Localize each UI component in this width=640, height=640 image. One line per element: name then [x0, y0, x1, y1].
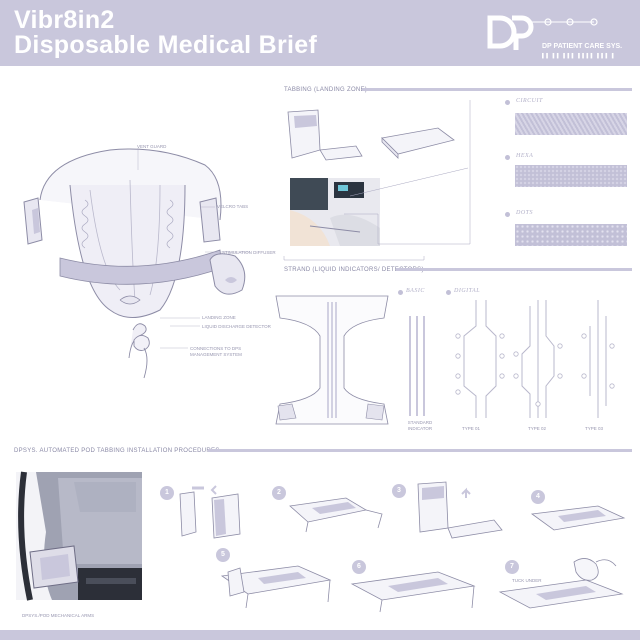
machine-caption: DPSYS./POD MECHANICAL ARMS — [22, 613, 95, 618]
tabbing-photo — [290, 178, 380, 246]
pattern-dots-label: DOTS — [516, 210, 534, 216]
strand-digital-circuits — [455, 300, 615, 418]
step-6-sketch — [350, 571, 476, 613]
step-3-sketch — [417, 481, 503, 539]
title-line-1: Vibr8in2 — [14, 6, 115, 34]
label-vent-guard: VENT GUARD — [137, 144, 167, 149]
step-7-badge: 7 — [505, 560, 519, 574]
machine-pod-illustration — [16, 471, 142, 601]
strand-digital-dot — [446, 290, 451, 295]
section-procedures-title: DPSYS. AUTOMATED POD TABBING INSTALLATIO… — [14, 448, 220, 454]
section-procedures-rule — [208, 449, 632, 452]
pattern-circuit-label: CIRCUIT — [516, 98, 543, 104]
section-strand-title: STRAND (LIQUID INDICATORS/ DETECTORS) — [284, 267, 424, 273]
step-5-badge: 5 — [216, 548, 230, 562]
strand-basic-lines — [409, 316, 425, 416]
pattern-circuit-dot — [505, 100, 510, 105]
pattern-hexa-swatch — [515, 165, 627, 187]
step-2-badge: 2 — [272, 486, 286, 500]
dp-logo-icon — [487, 15, 598, 50]
label-velcro-tabs: VELCRO TABS — [217, 204, 249, 209]
title-line-2: Disposable Medical Brief — [14, 31, 318, 59]
brand-subtext: ▌▌ ▌▌ ▌▌▌ ▌▌▌▌ ▌▌▌ ▌ — [542, 53, 617, 58]
strand-basic-dot — [398, 290, 403, 295]
strand-type2-label: TYPE 02 — [528, 426, 547, 431]
strand-type1-label: TYPE 01 — [462, 426, 481, 431]
strand-standard-label: STANDARD INDICATOR — [407, 420, 433, 431]
section-strand-rule — [396, 268, 632, 271]
header-band — [0, 0, 640, 66]
section-tabbing-title: TABBING (LANDING ZONE) — [284, 87, 368, 93]
step-1-sketch — [179, 485, 241, 539]
strand-basic-label: BASIC — [406, 288, 425, 294]
brief-connector-icon — [133, 335, 150, 379]
step-3-badge: 3 — [392, 484, 406, 498]
step-7-sketch — [498, 558, 624, 609]
tabbing-sketch-open — [287, 109, 363, 161]
pattern-circuit-swatch — [515, 113, 627, 135]
strand-brief-outline — [275, 295, 389, 425]
pattern-hexa-dot — [505, 155, 510, 160]
label-connection: CONNECTIONS TO DPS MANAGEMENT SYSTEM — [190, 346, 242, 357]
pattern-hexa-label: HEXA — [516, 153, 534, 159]
brief-illustration — [23, 148, 246, 359]
step-5-sketch — [220, 565, 332, 609]
step-4-badge: 4 — [531, 490, 545, 504]
label-stimulation-diffuser: STIMULATION DIFFUSER — [222, 250, 276, 255]
strand-type3-label: TYPE 03 — [585, 426, 604, 431]
brand-name: DP PATIENT CARE SYS. — [542, 43, 623, 50]
label-landing-zone: LANDING ZONE — [202, 315, 236, 320]
section-tabbing-rule — [362, 88, 632, 91]
strand-bracket — [283, 256, 425, 261]
pattern-dots-swatch — [515, 224, 627, 246]
tabbing-sketch-folded — [381, 127, 455, 159]
step-7-note: TUCK UNDER — [512, 578, 542, 583]
step-2-sketch — [289, 497, 383, 533]
step-4-sketch — [530, 505, 626, 531]
step-1-badge: 1 — [160, 486, 174, 500]
label-liquid-detector: LIQUID DISCHARGE DETECTOR — [202, 324, 271, 329]
footer-band — [0, 630, 640, 640]
strand-digital-label: DIGITAL — [454, 288, 481, 294]
step-6-badge: 6 — [352, 560, 366, 574]
pattern-dots-dot — [505, 212, 510, 217]
